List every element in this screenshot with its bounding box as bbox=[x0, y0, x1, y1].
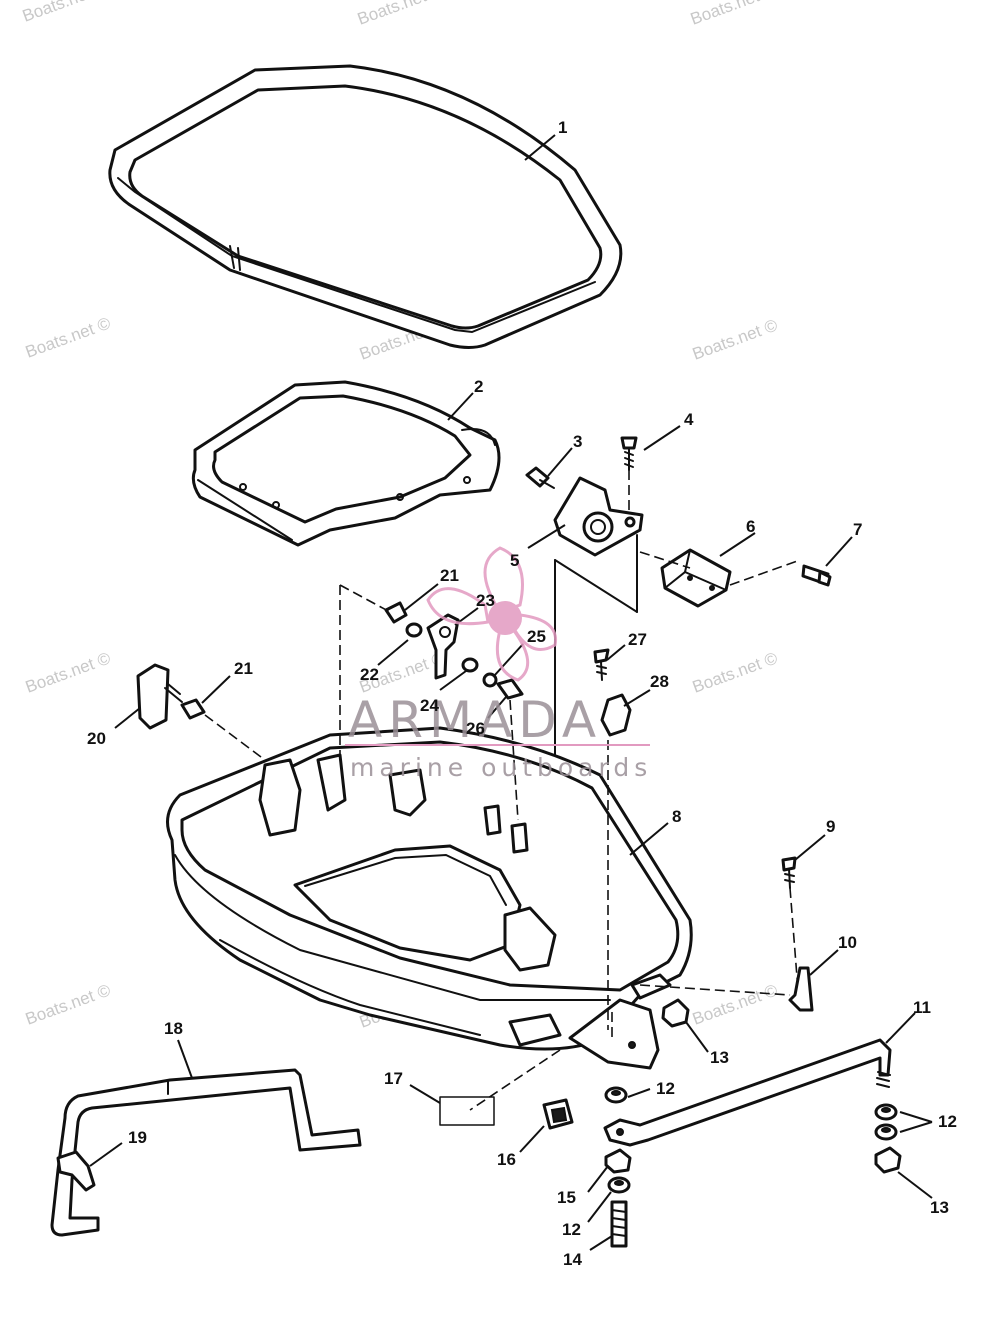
part-3-screw bbox=[525, 466, 555, 489]
part-5-bracket bbox=[553, 476, 644, 557]
part-9-screw bbox=[781, 856, 799, 991]
part-18-tube bbox=[50, 1068, 362, 1237]
part-11-shift-rod bbox=[603, 1038, 892, 1147]
callout-10: 10 bbox=[838, 933, 857, 952]
callout-2: 2 bbox=[474, 377, 483, 396]
brand-tagline: marine outboards bbox=[350, 753, 652, 782]
brand-name: ARMADA bbox=[348, 691, 602, 749]
part-21-screw-left bbox=[164, 683, 206, 720]
callout-13-a: 13 bbox=[710, 1048, 729, 1067]
watermark-3: Boats.net © bbox=[688, 0, 779, 29]
callout-14: 14 bbox=[563, 1250, 582, 1269]
callout-12-b: 12 bbox=[938, 1112, 957, 1131]
part-19-clamp bbox=[56, 1150, 96, 1192]
callout-28: 28 bbox=[650, 672, 669, 691]
callout-13-b: 13 bbox=[930, 1198, 949, 1217]
callout-17: 17 bbox=[384, 1069, 403, 1088]
part-22-nut bbox=[405, 622, 423, 638]
part-27-screw bbox=[593, 648, 610, 681]
callout-12-c: 12 bbox=[562, 1220, 581, 1239]
part-16-grommet bbox=[542, 1098, 574, 1130]
callout-11: 11 bbox=[913, 998, 931, 1017]
part-8-bottom-cowl bbox=[166, 726, 693, 1070]
callout-20: 20 bbox=[87, 729, 106, 748]
watermark-2: Boats.net © bbox=[355, 0, 446, 29]
callout-12-a: 12 bbox=[656, 1079, 675, 1098]
part-1-top-seal bbox=[108, 64, 623, 349]
callout-4: 4 bbox=[684, 410, 694, 429]
part-10-latch bbox=[788, 966, 814, 1012]
part-7-screw bbox=[801, 564, 832, 587]
part-2-lower-seal bbox=[191, 380, 501, 547]
callout-25: 25 bbox=[527, 627, 546, 646]
part-23-arm bbox=[426, 613, 460, 680]
callout-18: 18 bbox=[164, 1019, 183, 1038]
washers-and-nuts bbox=[604, 998, 902, 1248]
part-21-screw-top bbox=[384, 601, 408, 624]
part-6-rubber-mount bbox=[660, 548, 732, 608]
callout-21-b: 21 bbox=[440, 566, 459, 585]
axis-line bbox=[639, 551, 691, 569]
callout-labels: 1 2 3 4 5 6 7 8 9 10 11 12 12 12 13 13 1… bbox=[87, 118, 957, 1269]
part-20-knob bbox=[136, 663, 170, 730]
part-17-decal bbox=[439, 1096, 495, 1126]
callout-5: 5 bbox=[510, 551, 519, 570]
callout-21-a: 21 bbox=[234, 659, 253, 678]
callout-9: 9 bbox=[826, 817, 835, 836]
callout-3: 3 bbox=[573, 432, 582, 451]
leader-lines bbox=[89, 134, 933, 1251]
callout-23: 23 bbox=[476, 591, 495, 610]
callout-16: 16 bbox=[497, 1150, 516, 1169]
watermark-10: Boats.net © bbox=[23, 980, 114, 1028]
callout-8: 8 bbox=[672, 807, 681, 826]
callout-27: 27 bbox=[628, 630, 647, 649]
part-4-screw bbox=[620, 436, 638, 530]
watermark-4: Boats.net © bbox=[23, 313, 114, 361]
callout-26: 26 bbox=[466, 719, 485, 738]
callout-19: 19 bbox=[128, 1128, 147, 1147]
callout-1: 1 bbox=[558, 118, 567, 137]
part-25-washer bbox=[482, 672, 498, 688]
callout-24: 24 bbox=[420, 696, 439, 715]
armada-logo: ARMADA marine outboards bbox=[345, 546, 652, 782]
part-24-washer bbox=[461, 657, 479, 673]
callout-6: 6 bbox=[746, 517, 755, 536]
assembly-lines bbox=[204, 534, 638, 1030]
callout-15: 15 bbox=[557, 1188, 576, 1207]
watermark-7: Boats.net © bbox=[23, 648, 114, 696]
watermark-6: Boats.net © bbox=[690, 315, 781, 363]
propeller-icon bbox=[426, 546, 558, 682]
callout-7: 7 bbox=[853, 520, 862, 539]
watermark-1: Boats.net © bbox=[20, 0, 111, 26]
watermark-12: Boats.net © bbox=[690, 980, 781, 1028]
watermark-9: Boats.net © bbox=[690, 648, 781, 696]
axis-line bbox=[729, 559, 801, 586]
part-26-screw bbox=[496, 678, 524, 700]
axis-line bbox=[639, 984, 791, 996]
axis-line bbox=[469, 1049, 561, 1111]
part-28-clip bbox=[600, 693, 632, 737]
callout-22: 22 bbox=[360, 665, 379, 684]
